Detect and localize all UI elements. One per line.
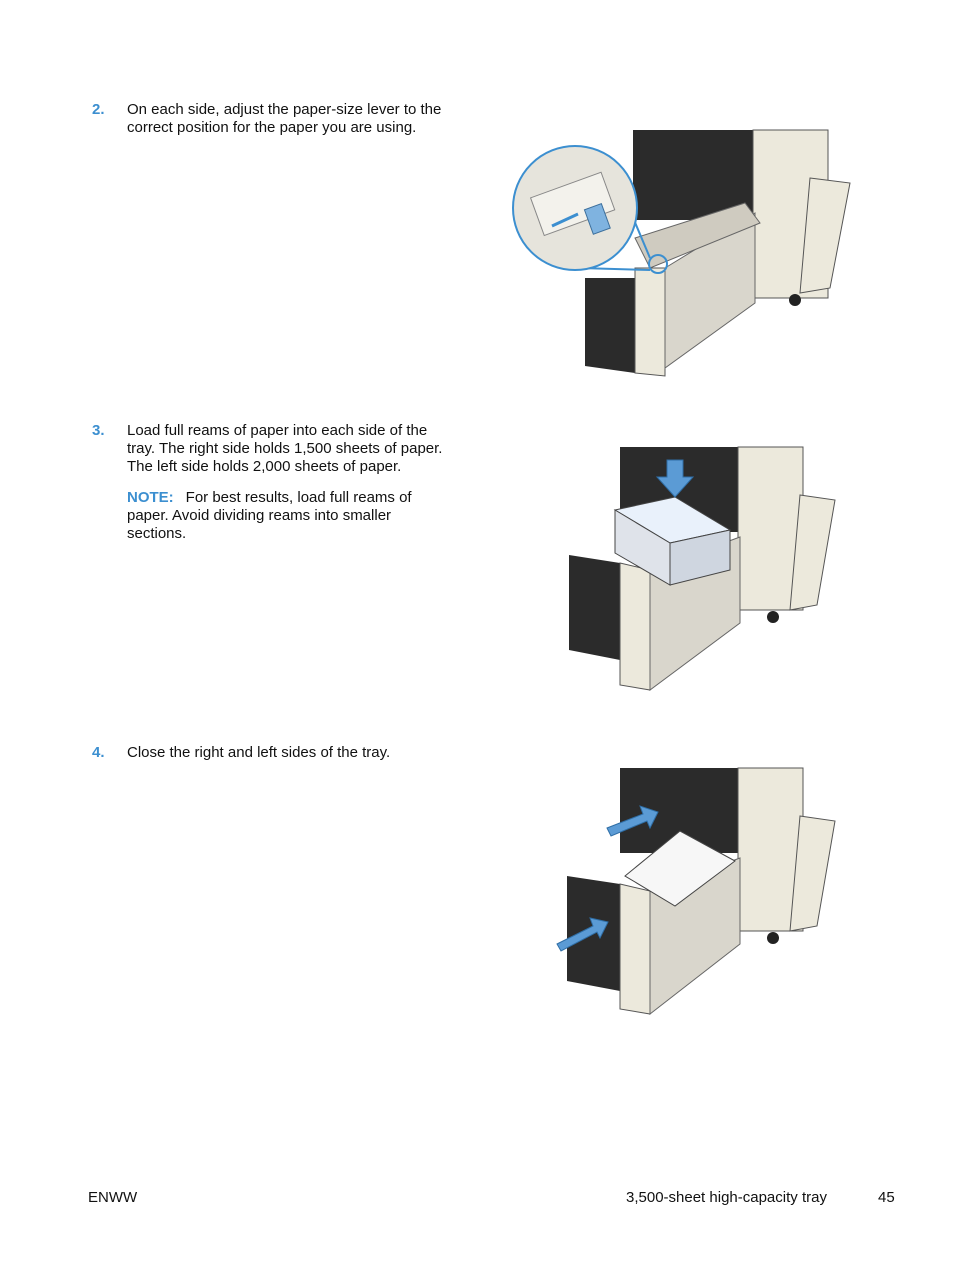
step-text: Close the right and left sides of the tr… xyxy=(127,744,391,761)
step-4: 4. Close the right and left sides of the… xyxy=(92,744,452,762)
step-number: 3. xyxy=(92,422,105,439)
step-number: 2. xyxy=(92,101,105,118)
footer-left: ENWW xyxy=(88,1189,138,1206)
step-text: On each side, adjust the paper-size leve… xyxy=(127,101,442,136)
close-tray-illustration xyxy=(556,767,836,1016)
step-3: 3. Load full reams of paper into each si… xyxy=(92,422,452,543)
step-text: Load full reams of paper into each side … xyxy=(127,422,443,475)
footer-section: 3,500-sheet high-capacity tray xyxy=(626,1189,827,1206)
page-number: 45 xyxy=(878,1189,895,1206)
adjust-lever-illustration xyxy=(512,129,851,377)
load-paper-illustration xyxy=(569,446,836,691)
note: NOTE:For best results, load full reams o… xyxy=(127,489,452,543)
note-label: NOTE: xyxy=(127,489,174,506)
step-number: 4. xyxy=(92,744,105,761)
step-2: 2. On each side, adjust the paper-size l… xyxy=(92,101,452,137)
note-text: For best results, load full reams of pap… xyxy=(127,489,412,542)
